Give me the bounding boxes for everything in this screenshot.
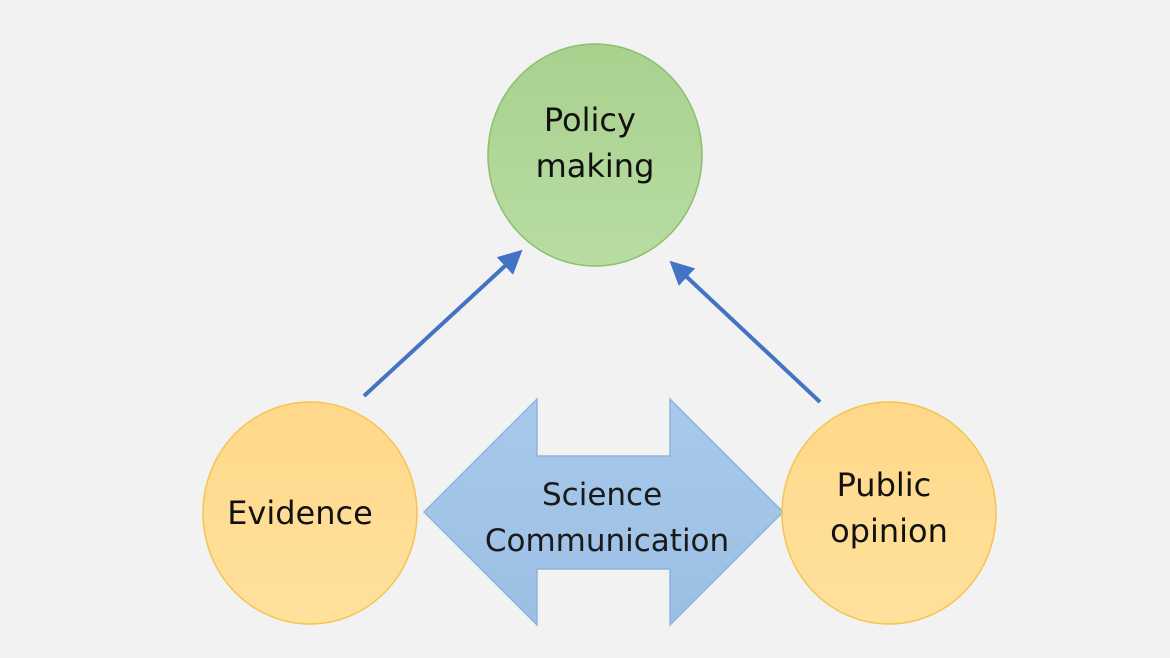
policy-making-label: Policy making	[536, 101, 655, 185]
evidence-node	[202, 401, 418, 625]
public-opinion-label: Public opinion	[830, 466, 948, 550]
public-opinion-node	[781, 401, 997, 625]
evidence-label: Evidence	[227, 494, 373, 532]
policy-making-node	[487, 43, 703, 267]
science-communication-label: Science Communication	[485, 477, 729, 559]
evidence-to-policy-arrow	[362, 249, 523, 398]
public-to-policy-arrow	[669, 260, 822, 404]
